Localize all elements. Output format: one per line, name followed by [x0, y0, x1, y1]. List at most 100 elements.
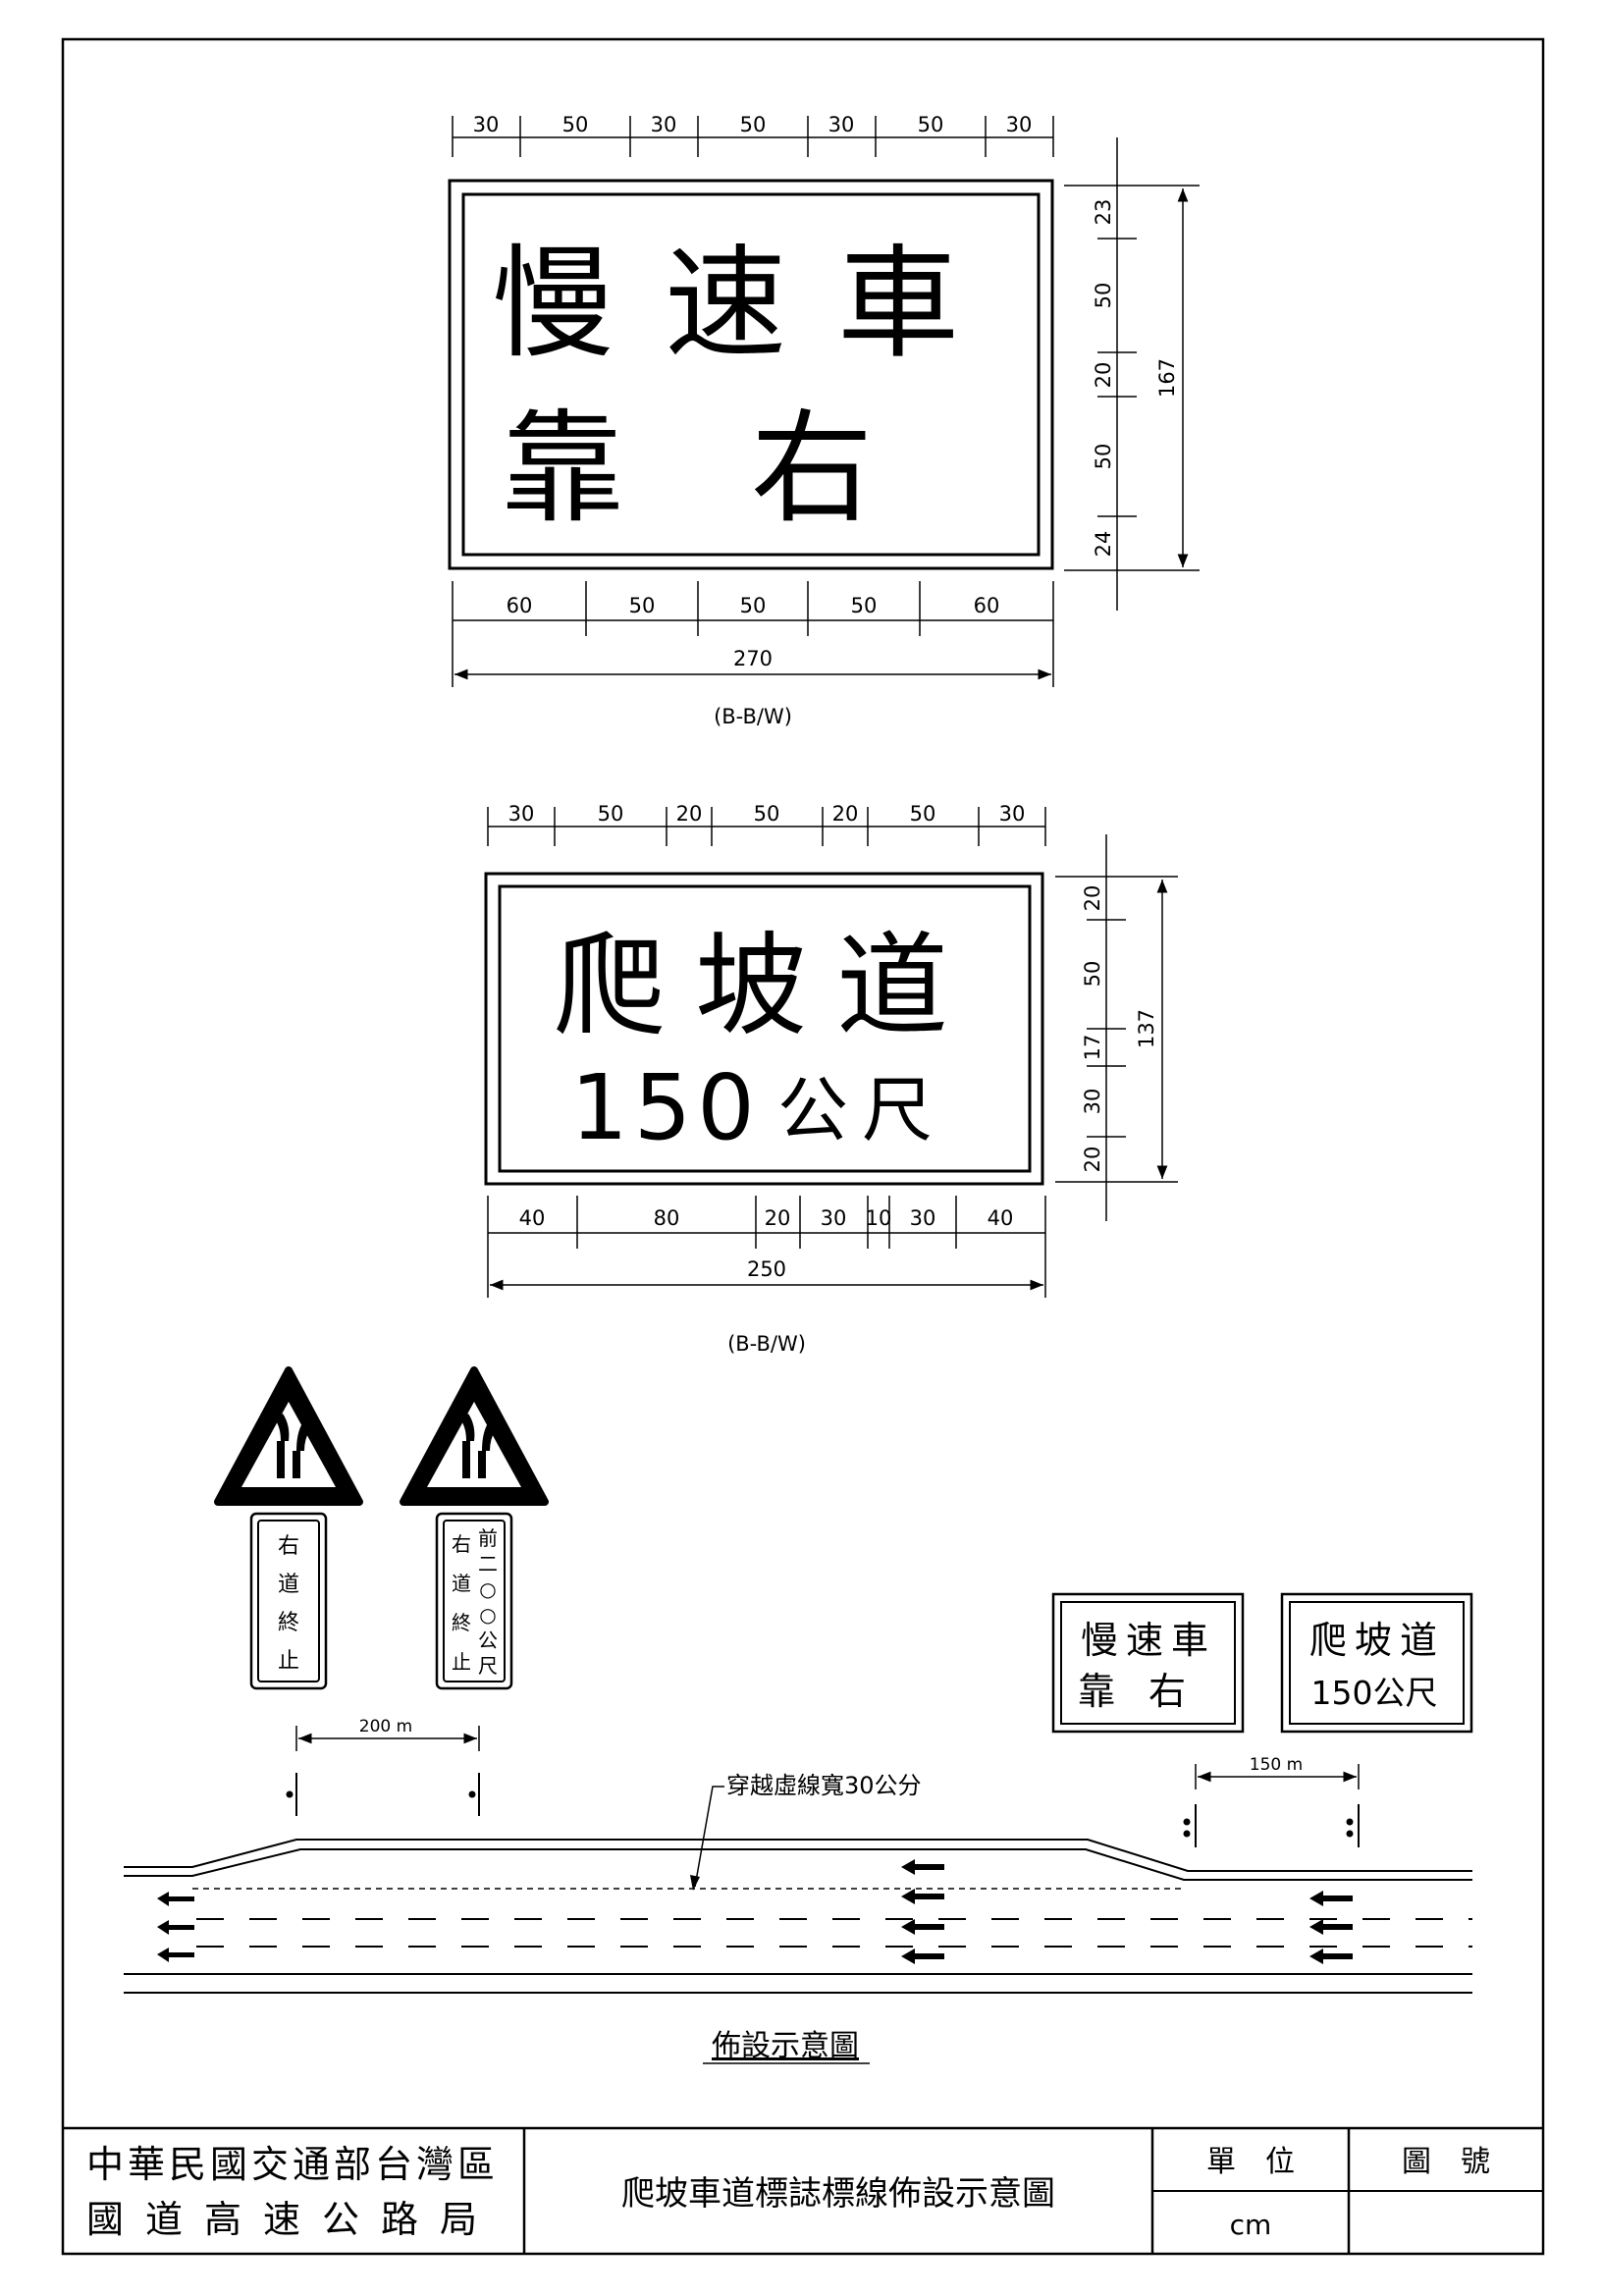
- sign-b-top-dim: 50: [598, 802, 624, 826]
- mini-sign-b: 爬坡道 150公尺: [1280, 1592, 1473, 1734]
- plate-2-col1-char: 終: [452, 1611, 471, 1634]
- plate-2-col2-char: ○: [479, 1577, 496, 1601]
- lane-arrow-left-icon: [1309, 1949, 1353, 1964]
- drawing-number-label: 圖 號: [1402, 2145, 1490, 2179]
- spacing-dimension-200m: 200 m: [286, 1717, 480, 1816]
- dashed-line-note-text: 穿越虛線寬30公分: [726, 1772, 922, 1799]
- sign-a-overall-height: 167: [1155, 358, 1179, 398]
- sign-b-right-dim: 20: [1081, 1147, 1104, 1173]
- lane-arrow-left-icon: [901, 1889, 944, 1904]
- plate-1-char: 終: [278, 1611, 299, 1635]
- sign-a-top-dim: 30: [1006, 113, 1033, 136]
- sheet-border: [61, 37, 1545, 2256]
- sign-a-line2: 靠右: [502, 399, 1000, 540]
- sign-a-overall-width: 270: [733, 647, 773, 670]
- sign-b-color-code: (B-B/W): [727, 1332, 806, 1356]
- sign-b-bottom-dim: 40: [988, 1206, 1014, 1230]
- layout-caption: 佈設示意圖: [712, 2029, 859, 2063]
- sign-b-bottom-dim: 30: [821, 1206, 847, 1230]
- dashed-line-note: 穿越虛線寬30公分: [690, 1772, 922, 1891]
- warning-plate-1: 右 道 終 止: [249, 1512, 328, 1690]
- sign-b-distance-number: 150: [570, 1055, 761, 1160]
- sign-b-right-dim: 50: [1081, 961, 1104, 988]
- sign-a-top-dim: 30: [828, 113, 855, 136]
- plate-2-col1-char: 右: [452, 1532, 471, 1556]
- sign-b-top-dim: 50: [910, 802, 936, 826]
- sign-b-line1: 爬坡道: [554, 921, 978, 1051]
- lane-arrow-left-icon: [1309, 1919, 1353, 1935]
- sign-b-drawing: 爬坡道 150 公尺: [484, 872, 1044, 1186]
- sign-b-bottom-dim: 10: [866, 1206, 892, 1230]
- sign-b-right-dimensions: 20 50 17 30 20 137: [1055, 834, 1178, 1221]
- plate-2-col2-char: 前: [478, 1526, 498, 1550]
- plate-2-col2-char: 公: [478, 1629, 498, 1652]
- sign-a-right-dimensions: 23 50 20 50 24 167: [1064, 137, 1200, 611]
- sign-b-inner-border: [498, 884, 1032, 1173]
- lane-arrow-left-icon: [157, 1892, 194, 1906]
- sign-a-bottom-dim: 60: [507, 594, 533, 617]
- sign-a-right-dim: 50: [1092, 283, 1115, 309]
- sign-a-top-dim: 50: [740, 113, 767, 136]
- sign-a-drawing: 慢速車 靠右: [448, 179, 1054, 570]
- sign-b-top-dim: 20: [676, 802, 703, 826]
- lane-arrow-left-icon: [157, 1948, 194, 1962]
- sign-b-right-dim: 17: [1081, 1035, 1104, 1061]
- sign-a-color-code: (B-B/W): [714, 705, 792, 728]
- lane-arrow-left-icon: [901, 1919, 944, 1935]
- warning-triangle-2: [400, 1366, 549, 1506]
- lane-arrow-left-icon: [1309, 1891, 1353, 1906]
- mini-sign-a-line1: 慢速車: [1081, 1619, 1216, 1662]
- sign-b-outer-border: [484, 872, 1044, 1186]
- sign-a-top-dim: 50: [562, 113, 589, 136]
- sign-a-bottom-dim: 50: [629, 594, 656, 617]
- plate-1-char: 右: [278, 1534, 299, 1559]
- warning-plate-2: 右 道 終 止 前 二 ○ ○ 公 尺: [435, 1512, 513, 1690]
- sign-b-overall-width: 250: [747, 1257, 786, 1281]
- sign-a-top-dim: 50: [918, 113, 944, 136]
- spacing-200m-label: 200 m: [359, 1717, 412, 1736]
- sign-b-right-dim: 30: [1081, 1089, 1104, 1115]
- title-block: 中華民國交通部台灣區 國道高速公路局 爬坡車道標誌標線佈設示意圖 單 位 cm …: [63, 2126, 1543, 2254]
- sign-b-top-dim: 30: [999, 802, 1026, 826]
- sign-b-bottom-dim: 40: [519, 1206, 546, 1230]
- sign-a-outer-border: [448, 179, 1054, 570]
- plate-1-char: 止: [278, 1649, 299, 1674]
- warning-triangle-1: [214, 1366, 363, 1506]
- lane-arrows: [157, 1859, 1353, 1964]
- mini-sign-b-line2: 150公尺: [1311, 1674, 1438, 1712]
- sign-b-top-dimensions: 30 50 20 50 20 50 30: [487, 802, 1046, 846]
- spacing-dimension-150m: 150 m: [1183, 1755, 1360, 1847]
- sign-a-right-dim: 23: [1092, 199, 1115, 226]
- sign-a-right-dim: 50: [1092, 444, 1115, 470]
- sign-b-distance-unit: 公尺: [777, 1069, 946, 1151]
- sign-b-top-dim: 20: [832, 802, 859, 826]
- lane-arrow-left-icon: [901, 1859, 944, 1875]
- spacing-150m-label: 150 m: [1250, 1755, 1303, 1775]
- sign-b-top-dim: 50: [754, 802, 780, 826]
- sign-a-right-dim: 24: [1092, 531, 1115, 558]
- plate-2-col1-char: 止: [452, 1650, 471, 1674]
- plate-1-char: 道: [278, 1573, 299, 1597]
- sign-a-bottom-dimensions: 60 50 50 50 60 270 (B-B/W): [452, 581, 1054, 728]
- sign-a-right-dim: 20: [1092, 362, 1115, 389]
- sign-a-bottom-dim: 50: [740, 594, 767, 617]
- road-plan: [124, 1839, 1472, 1994]
- sign-b-bottom-dimensions: 40 80 20 30 10 30 40 250 (B-B/W): [487, 1196, 1046, 1356]
- sign-a-bottom-dim: 60: [974, 594, 1000, 617]
- mini-sign-b-line1: 爬坡道: [1309, 1619, 1445, 1662]
- sign-a-top-dimensions: 30 50 30 50 30 50 30: [452, 113, 1054, 157]
- sign-b-right-dim: 20: [1081, 885, 1104, 912]
- sign-b-bottom-dim: 30: [910, 1206, 936, 1230]
- sign-a-inner-border: [461, 192, 1041, 557]
- plate-2-col1-char: 道: [452, 1572, 471, 1595]
- sign-a-top-dim: 30: [651, 113, 677, 136]
- sign-b-bottom-dim: 80: [654, 1206, 680, 1230]
- unit-value: cm: [1230, 2209, 1272, 2241]
- sign-a-bottom-dim: 50: [851, 594, 878, 617]
- drawing-title: 爬坡車道標誌標線佈設示意圖: [621, 2174, 1055, 2214]
- unit-label: 單 位: [1206, 2145, 1295, 2179]
- sign-b-top-dim: 30: [508, 802, 535, 826]
- sign-b-overall-height: 137: [1135, 1009, 1158, 1048]
- mini-sign-a: 慢速車 靠右: [1051, 1592, 1245, 1734]
